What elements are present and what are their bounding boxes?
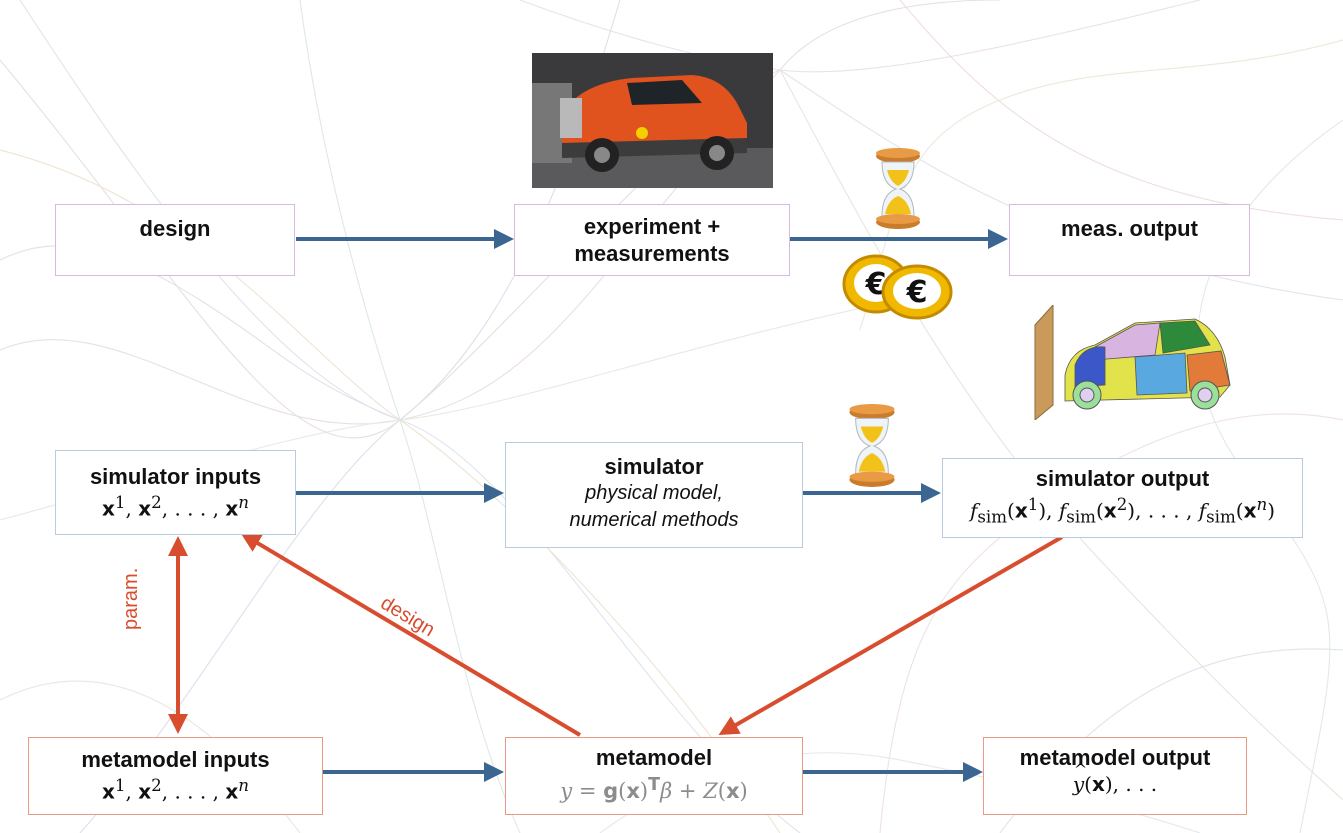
simulator-title: simulator (604, 454, 704, 479)
metamodel-box: metamodel y = g(x)Tβ + Z(x) (505, 737, 803, 815)
metamodel-title: metamodel (595, 745, 713, 770)
simulator-inputs-box: simulator inputs x1, x2, . . . , xn (55, 450, 296, 535)
design-box: design (55, 204, 295, 276)
hourglass-icon (876, 148, 920, 229)
svg-text:€: € (865, 267, 887, 302)
experiment-box: experiment + measurements (514, 204, 790, 276)
param-label: param. (120, 567, 142, 630)
simulator-line1: physical model, (585, 482, 723, 504)
arrow-sim-output-to-metamodel (718, 535, 1063, 735)
simulator-output-title: simulator output (1035, 466, 1210, 491)
metamodel-equation: y = g(x)Tβ + Z(x) (560, 775, 748, 803)
metamodel-output-box: metamodel output y^(x), . . . (983, 737, 1247, 815)
svg-text:€: € (906, 275, 928, 310)
simulator-box: simulator physical model, numerical meth… (505, 442, 803, 548)
crash-test-photo (532, 53, 773, 188)
experiment-title-line1: experiment + (583, 214, 721, 239)
simulator-line2: numerical methods (569, 509, 739, 531)
metamodel-output-expr: y^(x), . . . (1072, 760, 1158, 796)
euro-coins-icon: € € (842, 254, 953, 320)
hourglass-icon (849, 404, 895, 487)
simulator-inputs-vars: x1, x2, . . . , xn (102, 493, 249, 521)
meas-output-title: meas. output (1061, 216, 1198, 241)
metamodel-output-title: metamodel output (1019, 745, 1211, 770)
arrow-design-to-sim-inputs (240, 532, 582, 737)
experiment-title-line2: measurements (574, 241, 730, 266)
meas-output-box: meas. output (1009, 204, 1250, 276)
metamodel-inputs-title: metamodel inputs (81, 747, 270, 772)
simulator-inputs-title: simulator inputs (89, 464, 262, 489)
fe-car-mesh-image (1034, 305, 1231, 420)
simulator-output-funcs: fsim(x1), fsim(x2), . . . , fsim(xn) (969, 495, 1276, 527)
metamodel-inputs-box: metamodel inputs x1, x2, . . . , xn (28, 737, 323, 815)
metamodel-inputs-vars: x1, x2, . . . , xn (102, 776, 249, 804)
simulator-output-box: simulator output fsim(x1), fsim(x2), . .… (942, 458, 1303, 538)
design-title: design (139, 216, 211, 241)
